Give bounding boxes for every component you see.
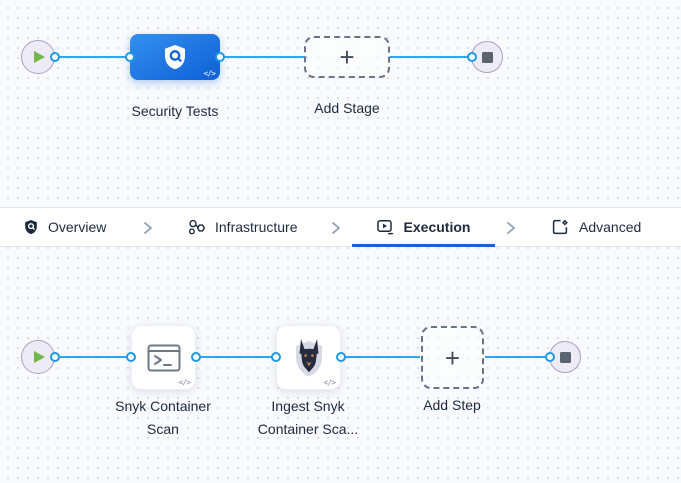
- terminal-icon: [147, 344, 180, 371]
- tab-label: Infrastructure: [215, 219, 298, 235]
- stage-config-tab-bar: Overview Infrastructure Execution: [0, 207, 681, 247]
- connector-line: [485, 356, 547, 358]
- shield-icon: [25, 220, 37, 235]
- connector-line: [52, 56, 132, 58]
- play-icon: [34, 51, 45, 63]
- stop-icon: [559, 351, 571, 363]
- chevron-right-icon: [507, 222, 515, 234]
- advanced-icon: [552, 219, 568, 235]
- add-stage-button[interactable]: +: [304, 36, 390, 78]
- stop-icon: [481, 51, 493, 63]
- stage-label: Security Tests: [131, 103, 219, 119]
- tab-label: Execution: [403, 219, 471, 235]
- plus-icon: +: [444, 342, 461, 373]
- tab-label: Advanced: [579, 219, 642, 235]
- connector-line: [389, 56, 473, 58]
- add-step-button[interactable]: +: [421, 326, 484, 389]
- connector-dot[interactable]: [50, 52, 60, 62]
- connector-dot[interactable]: [125, 52, 135, 62]
- connector-dot[interactable]: [191, 352, 201, 362]
- step-label: Ingest Snyk Container Sca...: [257, 398, 359, 437]
- add-step-label: Add Step: [423, 397, 481, 413]
- tab-advanced[interactable]: Advanced: [552, 208, 641, 246]
- snyk-logo-icon: [295, 338, 322, 376]
- infrastructure-icon: [188, 219, 205, 235]
- connector-dot[interactable]: [271, 352, 281, 362]
- shield-scan-icon: [165, 45, 185, 70]
- connector-line: [219, 56, 307, 58]
- chevron-right-icon: [144, 222, 152, 234]
- connector-line: [342, 356, 420, 358]
- connector-line: [52, 356, 134, 358]
- connector-dot[interactable]: [467, 52, 477, 62]
- step-start-node: [21, 340, 55, 374]
- connector-dot[interactable]: [126, 352, 136, 362]
- chevron-right-icon: [332, 222, 340, 234]
- code-badge: </>: [323, 378, 336, 387]
- tab-infrastructure[interactable]: Infrastructure: [188, 208, 297, 246]
- connector-dot[interactable]: [336, 352, 346, 362]
- connector-dot[interactable]: [545, 352, 555, 362]
- execution-icon: [376, 220, 393, 235]
- step-card-ingest-snyk[interactable]: </>: [276, 325, 341, 390]
- tab-overview[interactable]: Overview: [24, 208, 106, 246]
- step-card-snyk-container-scan[interactable]: </>: [131, 325, 196, 390]
- connector-dot[interactable]: [50, 352, 60, 362]
- connector-line: [197, 356, 275, 358]
- code-badge: </>: [178, 378, 191, 387]
- play-icon: [34, 351, 45, 363]
- plus-icon: +: [339, 42, 355, 72]
- step-label: Snyk Container Scan: [115, 398, 211, 437]
- tab-execution[interactable]: Execution: [352, 208, 495, 246]
- step-end-node: [549, 341, 581, 373]
- active-tab-underline: [352, 244, 495, 247]
- tab-label: Overview: [48, 219, 107, 235]
- stage-card-security-tests[interactable]: </>: [130, 34, 220, 80]
- connector-dot[interactable]: [215, 52, 225, 62]
- stage-start-node: [21, 40, 55, 74]
- add-stage-label: Add Stage: [314, 100, 380, 116]
- code-badge: </>: [203, 69, 216, 78]
